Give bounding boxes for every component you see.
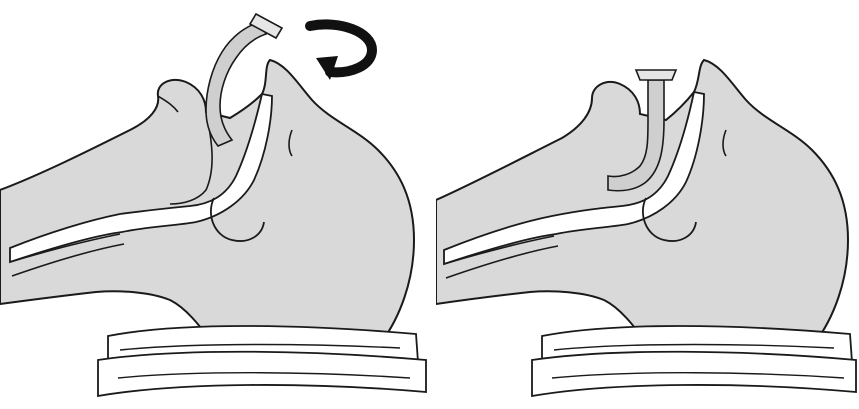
insertion-illustration	[0, 0, 430, 409]
pillow	[532, 326, 856, 396]
panel-insertion	[0, 0, 430, 409]
pillow	[98, 326, 426, 396]
panel-final-position	[436, 0, 859, 409]
rotate-arrow-icon	[310, 24, 372, 80]
airway-flange	[636, 70, 676, 80]
final-position-illustration	[436, 0, 859, 409]
